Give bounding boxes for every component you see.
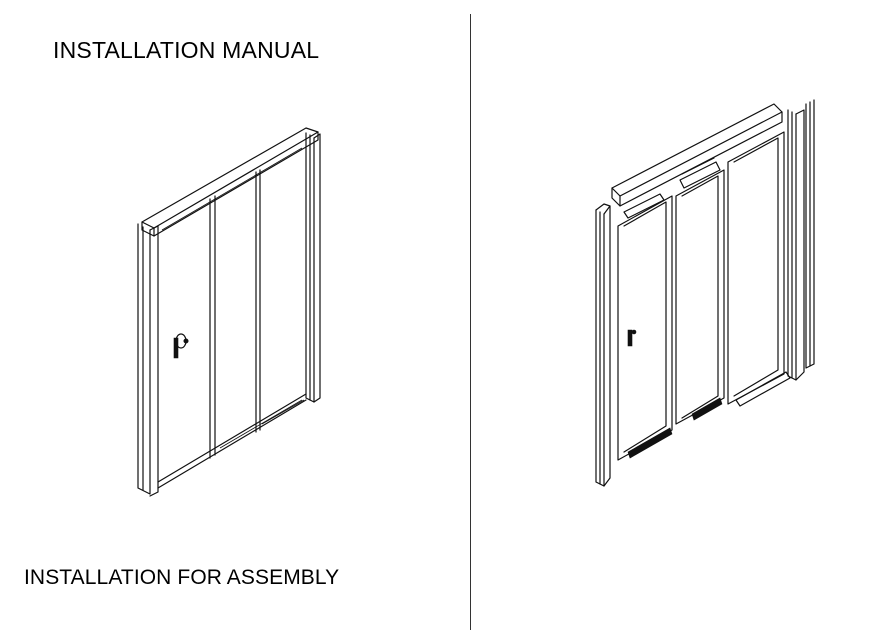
door-handle-icon [627, 329, 637, 347]
page-divider [470, 14, 471, 630]
door-handle-icon [173, 333, 189, 359]
manual-title: INSTALLATION MANUAL [53, 37, 320, 63]
assembly-subtitle: INSTALLATION FOR ASSEMBLY [24, 566, 340, 589]
